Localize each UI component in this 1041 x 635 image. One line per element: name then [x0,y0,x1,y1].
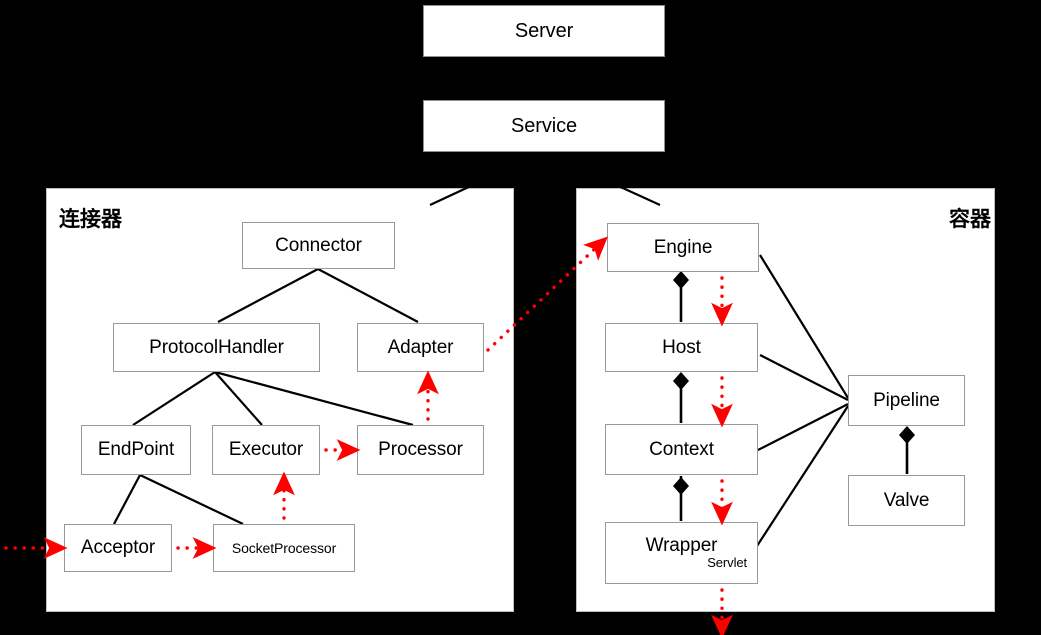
link-context-pipeline [757,403,849,451]
link-endpoint-socketprocessor [139,474,244,525]
node-wrapper-label: Wrapper [645,534,718,556]
node-wrapper-sublabel: Servlet [707,554,747,570]
node-engine[interactable]: Engine [607,223,759,272]
node-host[interactable]: Host [605,323,758,372]
link-service-container [543,150,661,207]
node-valve[interactable]: Valve [848,475,965,526]
composition-diamonds [673,271,915,495]
container-panel-label: 容器 [949,208,991,231]
node-processor[interactable]: Processor [357,425,484,475]
link-endpoint-acceptor [113,474,141,525]
link-connector-protocolhandler [217,268,319,323]
connector-panel-label: 连接器 [59,208,122,231]
node-service[interactable]: Service [423,100,665,152]
flow-adapter-to-engine [486,236,608,352]
diamond-context-wrapper [673,477,689,495]
node-server[interactable]: Server [423,5,665,57]
node-wrapper[interactable]: Wrapper Servlet [605,522,758,584]
link-protocolhandler-executor [214,371,263,426]
node-protocol-handler[interactable]: ProtocolHandler [113,323,320,372]
node-context[interactable]: Context [605,424,758,475]
link-service-connector [429,151,545,206]
node-acceptor[interactable]: Acceptor [64,524,172,572]
node-pipeline[interactable]: Pipeline [848,375,965,426]
node-endpoint[interactable]: EndPoint [81,425,191,475]
link-connector-adapter [317,268,419,323]
link-protocolhandler-processor [214,370,414,427]
node-executor[interactable]: Executor [212,425,320,475]
diamond-engine-host [673,271,689,289]
node-adapter[interactable]: Adapter [357,323,484,372]
node-connector[interactable]: Connector [242,222,395,269]
link-engine-pipeline [759,254,849,399]
link-wrapper-pipeline [756,405,849,547]
diamond-pipeline-valve [899,426,915,444]
link-host-pipeline [759,354,849,401]
link-protocolhandler-endpoint [132,371,216,426]
diamond-host-context [673,372,689,390]
